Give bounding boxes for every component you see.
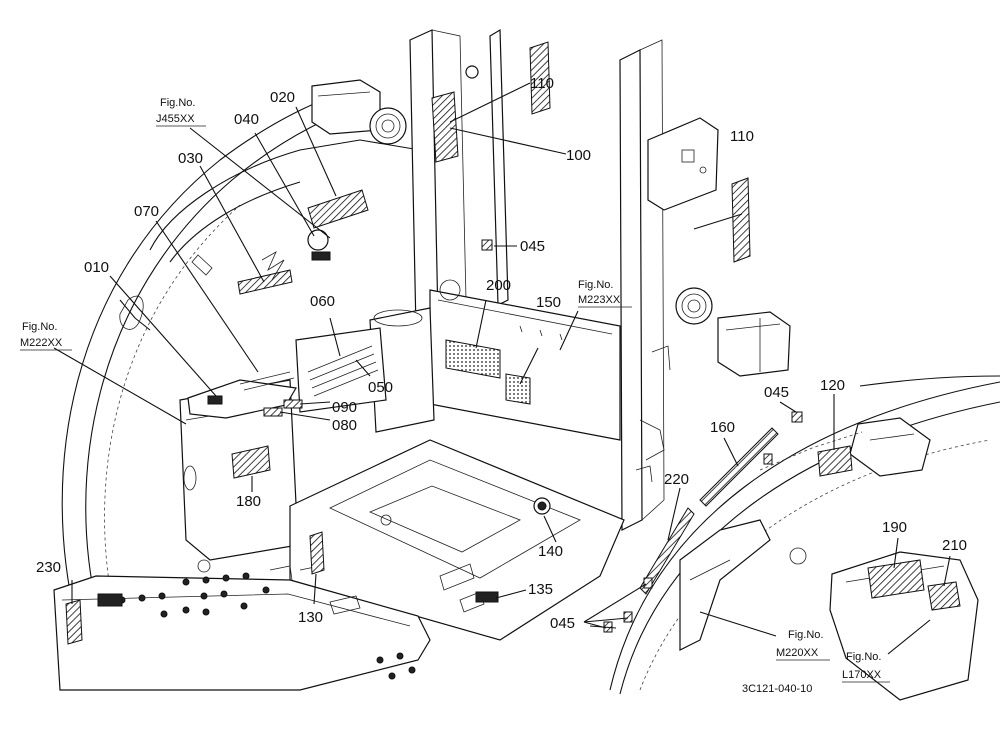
decal-110-right	[731, 177, 751, 263]
callout-130: 130	[298, 609, 323, 626]
figref-m223-label: Fig.No.	[578, 279, 613, 291]
decal-040	[307, 229, 329, 251]
callout-180: 180	[236, 493, 261, 510]
callout-110-right: 110	[730, 128, 754, 145]
figref-l170-label: Fig.No.	[846, 651, 881, 663]
decal-210	[927, 581, 961, 611]
decals	[65, 41, 961, 645]
figref-m220: Fig.No. M220XX	[776, 629, 830, 661]
leader-lines	[53, 82, 951, 655]
callout-020: 020	[270, 89, 295, 106]
figref-m223-code: M223XX	[578, 294, 621, 306]
decal-150	[505, 373, 531, 405]
figref-m222: Fig.No. M222XX	[20, 321, 72, 351]
callout-210: 210	[942, 537, 967, 554]
decal-045-a	[481, 239, 493, 251]
figref-m222-code: M222XX	[20, 337, 63, 349]
callout-045-right: 045	[764, 384, 789, 401]
callout-090: 090	[332, 399, 357, 416]
decal-090	[283, 399, 303, 409]
decal-230	[65, 599, 83, 645]
figure-references: Fig.No. J455XX Fig.No. M222XX Fig.No. M2…	[20, 97, 890, 683]
callout-labels: 020 040 030 070 010 060 050 090 080 110 …	[36, 75, 967, 632]
figref-m220-label: Fig.No.	[788, 629, 823, 641]
decal-080	[263, 407, 283, 417]
callout-110-upper: 110	[530, 75, 554, 92]
callout-045-upper: 045	[520, 238, 545, 255]
callout-070: 070	[134, 203, 159, 220]
callout-040: 040	[234, 111, 259, 128]
callout-135: 135	[528, 581, 553, 598]
figref-m222-label: Fig.No.	[22, 321, 57, 333]
figref-m220-code: M220XX	[776, 647, 819, 659]
callout-010: 010	[84, 259, 109, 276]
callout-050: 050	[368, 379, 393, 396]
decal-030	[237, 269, 293, 295]
decal-045-b	[791, 411, 803, 423]
decal-160	[699, 427, 779, 507]
decal-180	[231, 445, 271, 479]
decal-100	[431, 91, 459, 163]
callout-030: 030	[178, 150, 203, 167]
callout-200: 200	[486, 277, 511, 294]
decal-190	[867, 559, 925, 599]
callout-080: 080	[332, 417, 357, 434]
callout-120: 120	[820, 377, 845, 394]
callout-060: 060	[310, 293, 335, 310]
callout-100: 100	[566, 147, 591, 164]
callout-190: 190	[882, 519, 907, 536]
decal-220	[639, 507, 695, 595]
machine-outline	[53, 28, 1000, 701]
callout-160: 160	[710, 419, 735, 436]
callout-140: 140	[538, 543, 563, 560]
figref-j455-label: Fig.No.	[160, 97, 195, 109]
callout-150: 150	[536, 294, 561, 311]
decal-120	[817, 445, 853, 477]
callout-220: 220	[664, 471, 689, 488]
symbol-lightning	[261, 251, 285, 281]
callout-230: 230	[36, 559, 61, 576]
decal-230-badge	[97, 593, 123, 607]
decal-200	[445, 339, 501, 379]
callout-045-lower: 045	[550, 615, 575, 632]
drawing-code: 3C121-040-10	[742, 683, 812, 695]
figref-j455-code: J455XX	[156, 113, 195, 125]
figref-l170: Fig.No. L170XX	[842, 651, 890, 683]
decal-130	[309, 531, 325, 575]
decal-020	[307, 189, 369, 229]
decal-045-c	[763, 453, 773, 465]
figref-l170-code: L170XX	[842, 669, 882, 681]
decal-045-d	[623, 611, 633, 623]
decal-110-upper	[529, 41, 551, 115]
figref-m223: Fig.No. M223XX	[578, 279, 632, 308]
figref-j455: Fig.No. J455XX	[156, 97, 206, 127]
decal-045-e	[643, 577, 653, 589]
